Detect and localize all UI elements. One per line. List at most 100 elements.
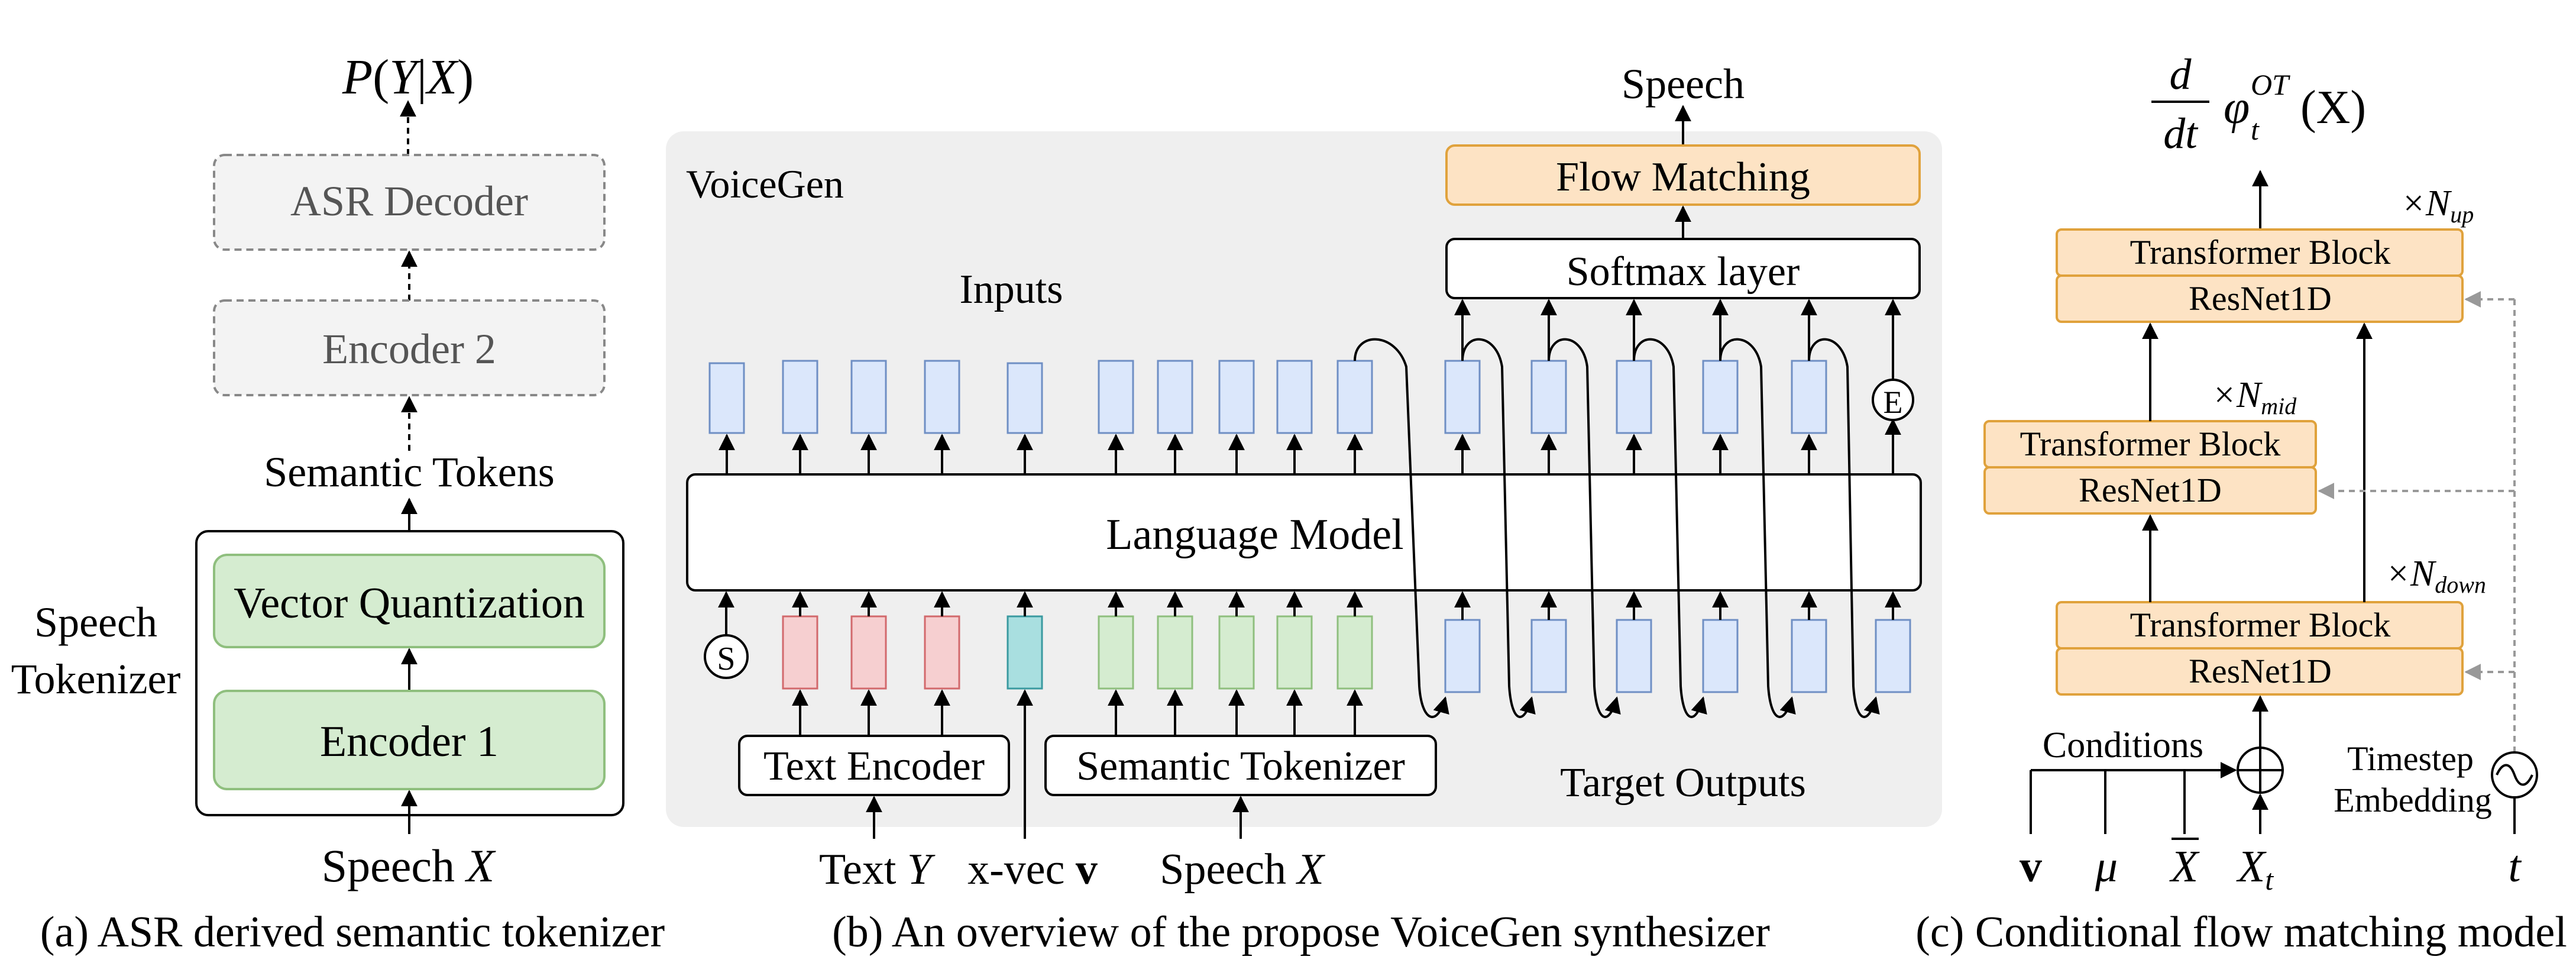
svg-text:OT: OT <box>2251 68 2290 101</box>
lm-output-embedding <box>1616 299 1652 474</box>
target-output-tokens <box>1444 591 1911 693</box>
softmax-box <box>1445 238 1921 299</box>
cond-input-v: v <box>2020 842 2042 891</box>
lm-embedding <box>1098 360 1134 474</box>
svg-text:φ: φ <box>2224 82 2250 134</box>
text-token <box>782 615 818 690</box>
timestep-feeds <box>2318 291 2516 752</box>
bottom-resnet-label: ResNet1D <box>2189 652 2332 690</box>
lm-output-embedding <box>1702 299 1739 474</box>
language-model-box <box>686 473 1922 592</box>
target-outputs-label: Target Outputs <box>1560 760 1806 806</box>
speech-tokenizer-label-2: Tokenizer <box>11 655 181 703</box>
timestep-label: Timestep <box>2347 739 2474 778</box>
vector-quantization-label: Vector Quantization <box>234 579 585 628</box>
text-token <box>924 615 960 690</box>
speech-output-label: Speech <box>1622 60 1745 108</box>
panel-a: P(Y|X) ASR Decoder Encoder 2 Semantic To… <box>11 50 665 956</box>
sum-node <box>2237 747 2284 794</box>
end-token: E <box>1872 299 1914 474</box>
start-token: S <box>704 591 749 679</box>
mid-transformer-label: Transformer Block <box>2020 425 2281 463</box>
lm-embedding <box>1276 360 1313 474</box>
cfm-output-formula: d dt φ OT t (X) <box>2151 50 2366 158</box>
language-model-label: Language Model <box>1106 510 1403 559</box>
target-token <box>1616 619 1652 693</box>
down-repeat-label: ×Ndown <box>2386 554 2486 598</box>
noisy-input-xt: Xt <box>2236 842 2274 896</box>
lm-embedding <box>1336 360 1373 474</box>
lm-output-embeddings: E <box>1444 299 1914 474</box>
speech-tokenizer-label: Speech <box>34 599 157 646</box>
lm-embedding <box>708 362 745 474</box>
target-token <box>1791 619 1827 693</box>
voicegen-title: VoiceGen <box>686 161 844 206</box>
semantic-token <box>1276 615 1313 690</box>
lm-embedding <box>924 360 960 474</box>
svg-text:S: S <box>717 641 735 677</box>
sine-wave-icon <box>2491 751 2538 799</box>
encoder2-box <box>213 299 606 396</box>
target-token <box>1444 619 1481 693</box>
semantic-token <box>1336 615 1373 690</box>
encoder1-label: Encoder 1 <box>320 718 499 766</box>
inputs-label: Inputs <box>960 267 1063 312</box>
up-repeat-label: ×Nup <box>2401 183 2474 228</box>
mid-resnet-box <box>1983 466 2317 515</box>
asr-decoder-label: ASR Decoder <box>290 177 528 225</box>
svg-text:t: t <box>2251 113 2260 146</box>
svg-text:X: X <box>2169 842 2200 891</box>
timestep-input-t: t <box>2508 842 2522 891</box>
input-speech-label: Speech X <box>1160 845 1325 894</box>
lm-embedding <box>1007 362 1043 474</box>
semantic-token <box>1218 615 1255 690</box>
encoder2-label: Encoder 2 <box>322 325 496 373</box>
lm-output-embedding <box>1791 299 1827 474</box>
caption-a: (a) ASR derived semantic tokenizer <box>40 908 665 956</box>
encoder1-box <box>213 690 606 790</box>
svg-text:(X): (X) <box>2300 82 2366 134</box>
lm-embedding <box>850 360 887 474</box>
panel-b: VoiceGen Speech Flow Matching Softmax la… <box>666 60 1942 956</box>
target-token <box>1530 619 1567 693</box>
text-token <box>850 615 887 690</box>
asr-input-label: Speech X <box>322 840 497 891</box>
bottom-transformer-label: Transformer Block <box>2130 606 2391 644</box>
lm-embedding <box>1218 360 1255 474</box>
asr-decoder-box <box>213 154 606 251</box>
semantic-tokenizer-box <box>1044 735 1437 796</box>
lm-output-embedding <box>1530 299 1567 474</box>
semantic-token <box>1157 615 1193 690</box>
lm-embedding <box>1157 360 1193 474</box>
flow-matching-label: Flow Matching <box>1556 154 1810 200</box>
text-tokens <box>782 591 960 737</box>
svg-text:E: E <box>1884 384 1903 420</box>
flow-matching-box <box>1445 144 1921 206</box>
svg-text:dt: dt <box>2163 109 2199 158</box>
xvector-token <box>1007 591 1043 839</box>
top-resnet-box <box>2056 274 2464 323</box>
input-xvec-label: x-vec v <box>967 845 1098 894</box>
cond-input-xbar: X <box>2169 838 2200 891</box>
timestep-label-2: Embedding <box>2334 781 2491 819</box>
softmax-label: Softmax layer <box>1567 249 1800 295</box>
conditions-label: Conditions <box>2043 725 2203 765</box>
svg-text:d: d <box>2170 50 2192 99</box>
panel-c: d dt φ OT t (X) ×Nup Transformer Block R… <box>1915 50 2567 956</box>
caption-c: (c) Conditional flow matching model <box>1915 908 2567 956</box>
input-text-label: Text Y <box>819 845 936 894</box>
target-token <box>1702 619 1739 693</box>
target-token <box>1875 619 1911 693</box>
semantic-tokenizer-label: Semantic Tokenizer <box>1076 744 1405 789</box>
lm-input-embeddings <box>708 360 1373 474</box>
semantic-token <box>1098 615 1134 690</box>
cond-input-mu: μ <box>2095 842 2118 891</box>
autoregressive-links <box>1354 338 1880 718</box>
mid-repeat-label: ×Nmid <box>2212 375 2297 419</box>
text-encoder-label: Text Encoder <box>763 744 985 789</box>
asr-output-label: P(Y|X) <box>342 50 474 105</box>
semantic-input-tokens <box>1098 591 1373 737</box>
vector-quantization-box <box>213 554 606 648</box>
bottom-resnet-box <box>2056 647 2464 696</box>
